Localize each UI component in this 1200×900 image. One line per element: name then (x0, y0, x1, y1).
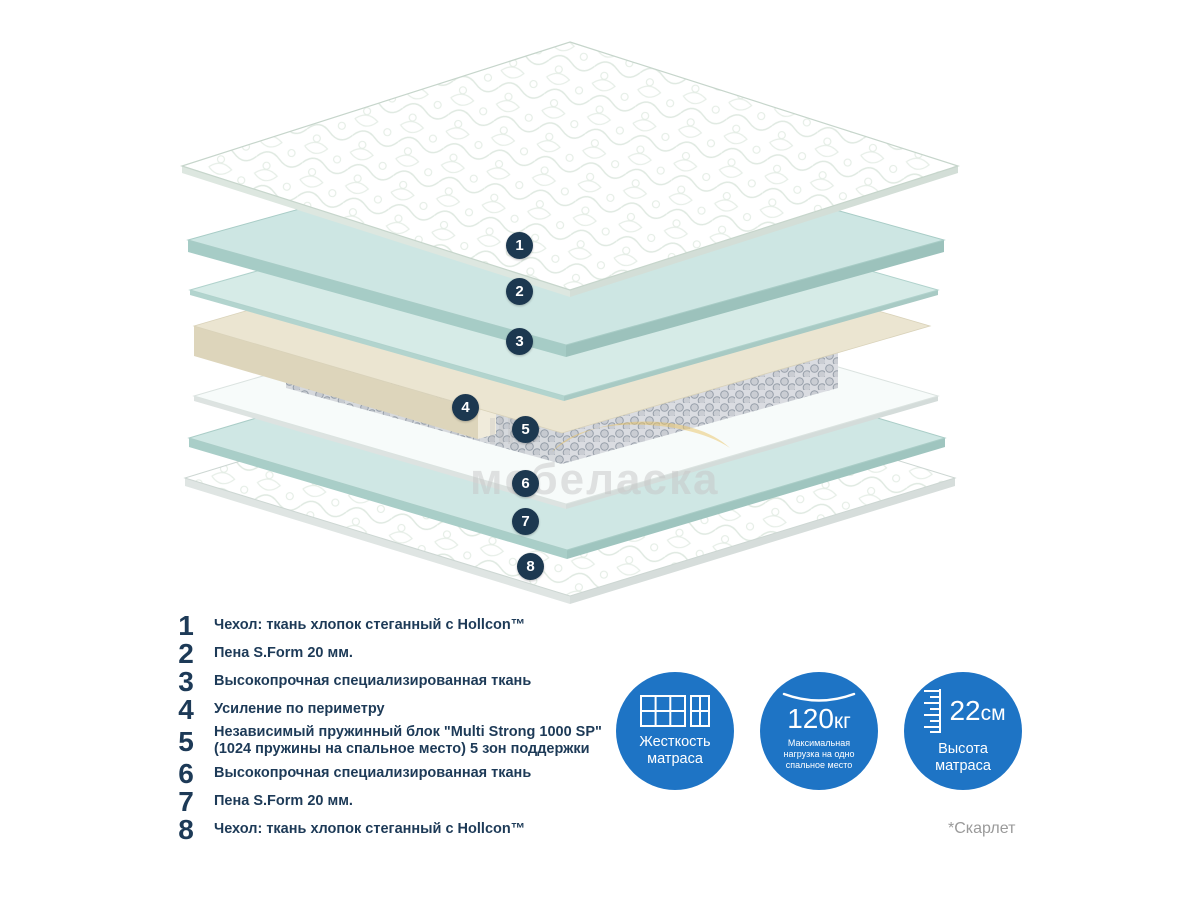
legend-number: 1 (178, 610, 194, 641)
layer-callout-5: 5 (512, 416, 539, 443)
spec-badges: Жесткость матраса 120кг Максимальная наг… (616, 672, 1022, 790)
legend-number: 5 (178, 725, 194, 757)
layer-callout-1: 1 (506, 232, 533, 259)
badge-max-load-label: Максимальная нагрузка на одно спальное м… (783, 737, 855, 771)
layer-callout-4: 4 (452, 394, 479, 421)
legend-text: Усиление по периметру (214, 700, 385, 717)
legend-item-7: 7 Пена S.Form 20 мм. (172, 785, 732, 817)
badge-height: 22см Высота матраса (904, 672, 1022, 790)
legend-number: 7 (178, 785, 194, 817)
badge-firmness: Жесткость матраса (616, 672, 734, 790)
legend-item-8: 8 Чехол: ткань хлопок стеганный с Hollco… (172, 813, 732, 845)
load-sag-icon (782, 692, 856, 702)
watermark: мебеласка (470, 416, 730, 504)
model-footnote: *Скарлет (948, 820, 1016, 837)
mattress-exploded-view: мебеласка (180, 41, 960, 604)
legend-text: Чехол: ткань хлопок стеганный с Hollcon™ (214, 820, 526, 837)
layer-callout-7: 7 (512, 508, 539, 535)
legend-number: 4 (178, 694, 194, 725)
layer-1-top-cover (180, 41, 960, 297)
layer-callout-3: 3 (506, 328, 533, 355)
legend-text: Высокопрочная специализированная ткань (214, 764, 532, 781)
legend-item-1: 1 Чехол: ткань хлопок стеганный с Hollco… (172, 610, 732, 641)
legend-item-3: 3 Высокопрочная специализированная ткань (172, 666, 732, 697)
layer-callout-6: 6 (512, 470, 539, 497)
legend: 1 Чехол: ткань хлопок стеганный с Hollco… (172, 612, 732, 844)
legend-number: 6 (178, 757, 194, 789)
legend-item-6: 6 Высокопрочная специализированная ткань (172, 757, 732, 789)
badge-max-load-value: 120кг (787, 702, 851, 734)
firmness-grid-icon (640, 694, 710, 727)
legend-number: 8 (178, 813, 194, 845)
legend-item-4: 4 Усиление по периметру (172, 694, 732, 725)
badge-height-label: Высота матраса (935, 740, 991, 774)
ruler-icon (924, 688, 942, 733)
layer-callout-8: 8 (517, 553, 544, 580)
badge-max-load: 120кг Максимальная нагрузка на одно спал… (760, 672, 878, 790)
legend-text: Независимый пружинный блок "Multi Strong… (214, 724, 602, 740)
legend-number: 2 (178, 638, 194, 669)
layer-callout-2: 2 (506, 278, 533, 305)
watermark-text: мебеласка (470, 455, 719, 504)
legend-item-2: 2 Пена S.Form 20 мм. (172, 638, 732, 669)
badge-firmness-label: Жесткость матраса (639, 733, 711, 767)
legend-item-5: 5 Независимый пружинный блок "Multi Stro… (172, 724, 732, 759)
legend-text: Чехол: ткань хлопок стеганный с Hollcon™ (214, 616, 526, 633)
legend-text: Пена S.Form 20 мм. (214, 792, 353, 809)
legend-text: Высокопрочная специализированная ткань (214, 672, 532, 689)
watermark-swoosh (552, 421, 730, 452)
legend-text: Пена S.Form 20 мм. (214, 644, 353, 661)
badge-height-value: 22см (949, 694, 1006, 726)
legend-number: 3 (178, 666, 194, 697)
